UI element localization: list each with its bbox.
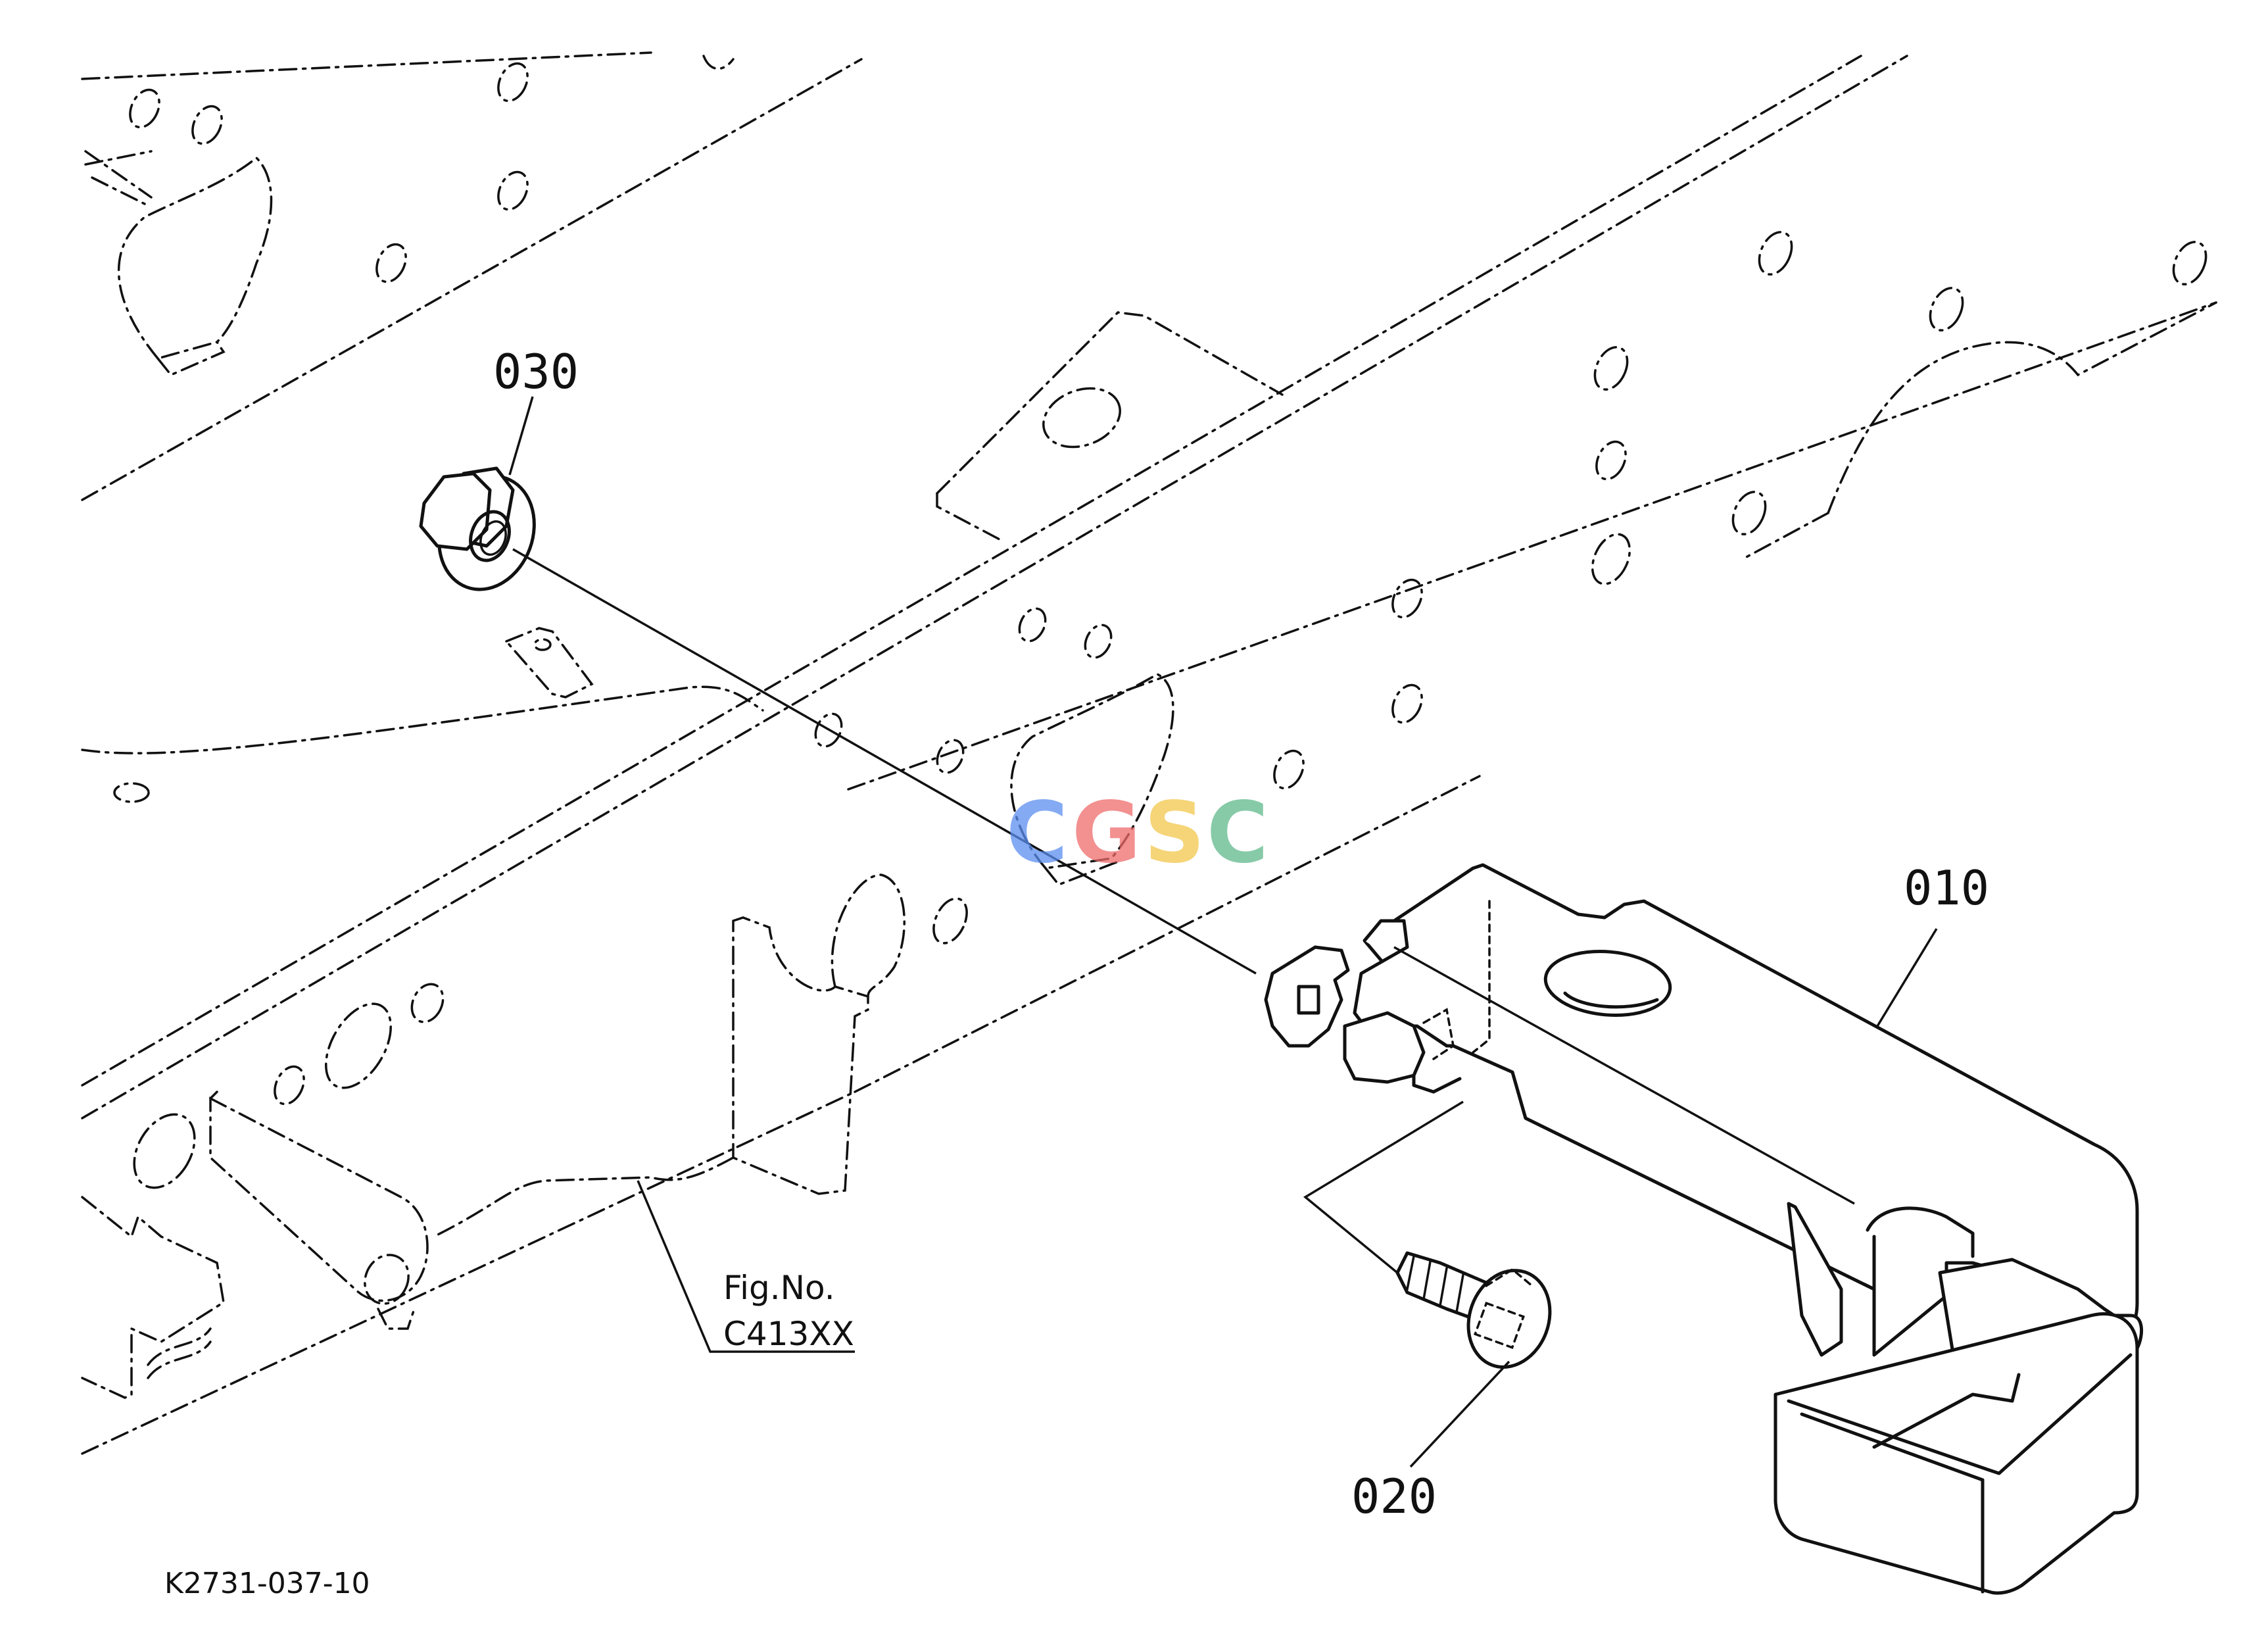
- figure-ref-number: C413XX: [723, 1315, 854, 1353]
- callout-leaders: [508, 396, 1938, 1468]
- watermark-letter: G: [1072, 784, 1141, 882]
- bracket-010: [1264, 863, 2144, 1595]
- watermark-logo: C G S C: [1006, 784, 1268, 882]
- drawing-code: K2731-037-10: [164, 1567, 370, 1600]
- flange-nut-030: [419, 466, 536, 591]
- watermark-letter: C: [1006, 784, 1068, 882]
- callout-030: 030: [493, 344, 579, 399]
- watermark-letter: S: [1144, 784, 1205, 882]
- figure-ref-label: Fig.No.: [723, 1269, 835, 1307]
- bolt-020: [1395, 1251, 1552, 1369]
- chassis-frame: [81, 51, 2217, 1455]
- callout-020: 020: [1351, 1469, 1437, 1524]
- callout-010: 010: [1904, 860, 1989, 916]
- watermark-letter: C: [1207, 784, 1268, 882]
- assembly-lines: [512, 548, 1855, 1274]
